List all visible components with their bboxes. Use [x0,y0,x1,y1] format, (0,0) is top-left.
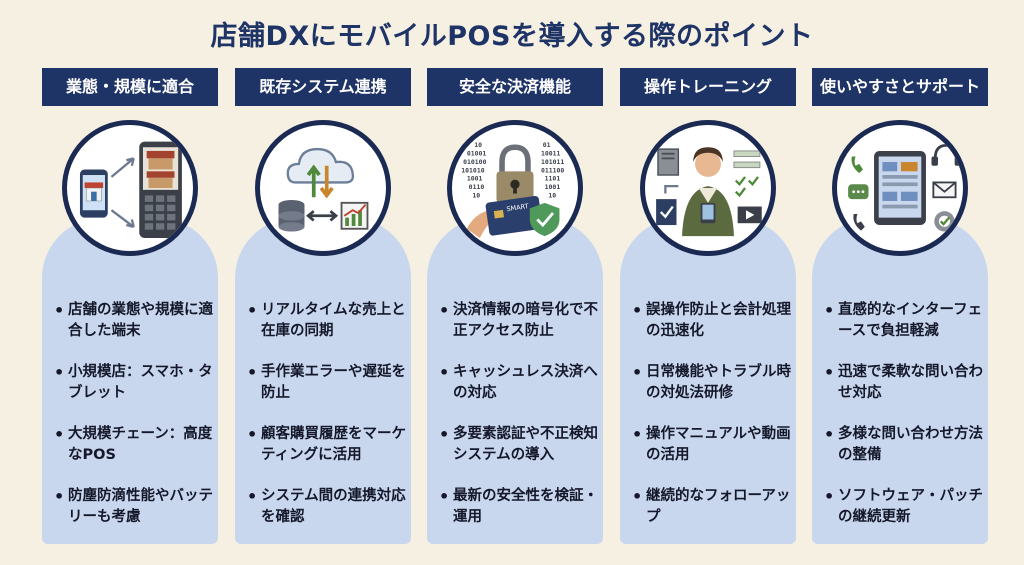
list-item: 誤操作防止と会計処理の迅速化 [632,300,792,342]
binary-left-0: 10 [474,141,482,149]
list-item: 日常機能やトラブル時の対処法研修 [632,362,792,404]
column-header: 使いやすさとサポート [812,68,988,106]
list-item: システム間の連携対応を確認 [247,486,407,528]
bullet-list: 誤操作防止と会計処理の迅速化 日常機能やトラブル時の対処法研修 操作マニュアルや… [632,300,792,548]
bullet-list: リアルタイムな売上と在庫の同期 手作業エラーや遅延を防止 顧客購買履歴をマーケテ… [247,300,407,548]
binary-right-0: 01 [543,141,551,149]
column-system-integration: 既存システム連携 リアルタイムな売上と在庫の同期 手作業エラーや遅延を防止 顧客 [235,68,411,548]
support-tablet-icon [832,120,968,256]
bullet-list: 店舗の業態や規模に適合した端末 小規模店：スマホ・タブレット 大規模チェーン：高… [54,300,214,548]
binary-left-3: 101010 [461,166,484,174]
column-operation-training: 操作トレーニング [620,68,796,548]
binary-right-6: 10 [548,191,556,199]
column-secure-payment: 安全な決済機能 10 01001 010100 101010 1001 0110… [427,68,603,548]
column-format-scale: 業態・規模に適合 [42,68,218,548]
column-header: 業態・規模に適合 [42,68,218,106]
staff-training-icon [640,120,776,256]
list-item: 店舗の業態や規模に適合した端末 [54,300,214,342]
column-header: 既存システム連携 [235,68,411,106]
list-item: 小規模店：スマホ・タブレット [54,362,214,404]
cloud-sync-icon [255,120,391,256]
binary-right-3: 011100 [541,166,564,174]
list-item: 最新の安全性を検証・運用 [439,486,599,528]
list-item: 決済情報の暗号化で不正アクセス防止 [439,300,599,342]
page-title: 店舗DXにモバイルPOSを導入する際のポイント [210,21,814,52]
binary-right-2: 101011 [541,158,564,166]
binary-right-5: 1001 [545,183,561,191]
list-item: 顧客購買履歴をマーケティングに活用 [247,424,407,466]
list-item: 大規模チェーン：高度なPOS [54,424,214,466]
binary-right-1: 10011 [541,150,561,158]
list-item: 継続的なフォローアップ [632,486,792,528]
binary-left-5: 0110 [469,183,485,191]
list-item: 直感的なインターフェースで負担軽減 [824,300,984,342]
binary-left-1: 01001 [467,150,487,158]
bullet-list: 決済情報の暗号化で不正アクセス防止 キャッシュレス決済への対応 多要素認証や不正… [439,300,599,548]
list-item: 手作業エラーや遅延を防止 [247,362,407,404]
store-phone-terminal-icon [62,120,198,256]
binary-left-4: 1001 [467,175,483,183]
list-item: 迅速で柔軟な問い合わせ対応 [824,362,984,404]
column-header: 安全な決済機能 [427,68,603,106]
list-item: 多様な問い合わせ方法の整備 [824,424,984,466]
binary-left-6: 10 [472,191,480,199]
list-item: 防塵防滴性能やバッテリーも考慮 [54,486,214,528]
list-item: 多要素認証や不正検知システムの導入 [439,424,599,466]
secure-payment-icon: 10 01001 010100 101010 1001 0110 10 01 1… [447,120,583,256]
binary-right-4: 1101 [545,175,561,183]
card-label: SMART [506,202,529,213]
list-item: リアルタイムな売上と在庫の同期 [247,300,407,342]
binary-left-2: 010100 [463,158,486,166]
list-item: 操作マニュアルや動画の活用 [632,424,792,466]
column-header: 操作トレーニング [620,68,796,106]
bullet-list: 直感的なインターフェースで負担軽減 迅速で柔軟な問い合わせ対応 多様な問い合わせ… [824,300,984,548]
list-item: ソフトウェア・パッチの継続更新 [824,486,984,528]
list-item: キャッシュレス決済への対応 [439,362,599,404]
column-usability-support: 使いやすさとサポート [812,68,988,548]
